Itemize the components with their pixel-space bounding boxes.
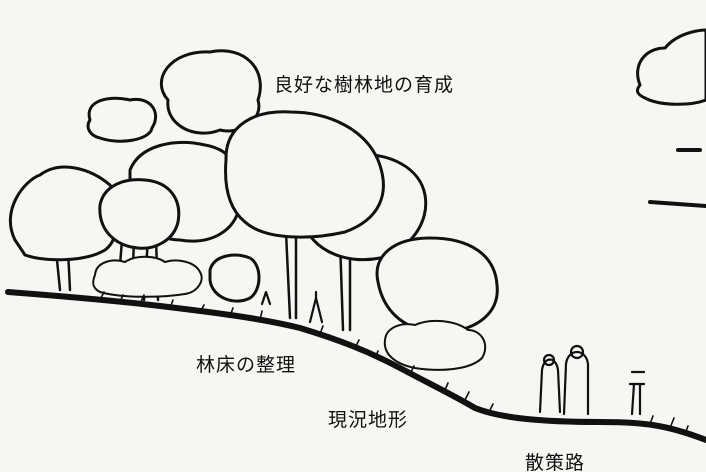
foreground-canopies bbox=[208, 110, 499, 334]
existing-terrain-label: 現況地形 bbox=[328, 409, 409, 431]
edge-tree bbox=[635, 28, 706, 106]
background-canopies bbox=[8, 49, 428, 262]
shrubs bbox=[92, 255, 487, 371]
ground-texture bbox=[99, 291, 689, 435]
edge-marks bbox=[648, 148, 706, 208]
terrain-line bbox=[5, 289, 706, 443]
forest-goal-label: 良好な樹林地の育成 bbox=[274, 74, 455, 96]
forest-floor-label: 林床の整理 bbox=[196, 354, 297, 376]
people bbox=[260, 290, 646, 416]
walking-path-label: 散策路 bbox=[525, 452, 586, 472]
